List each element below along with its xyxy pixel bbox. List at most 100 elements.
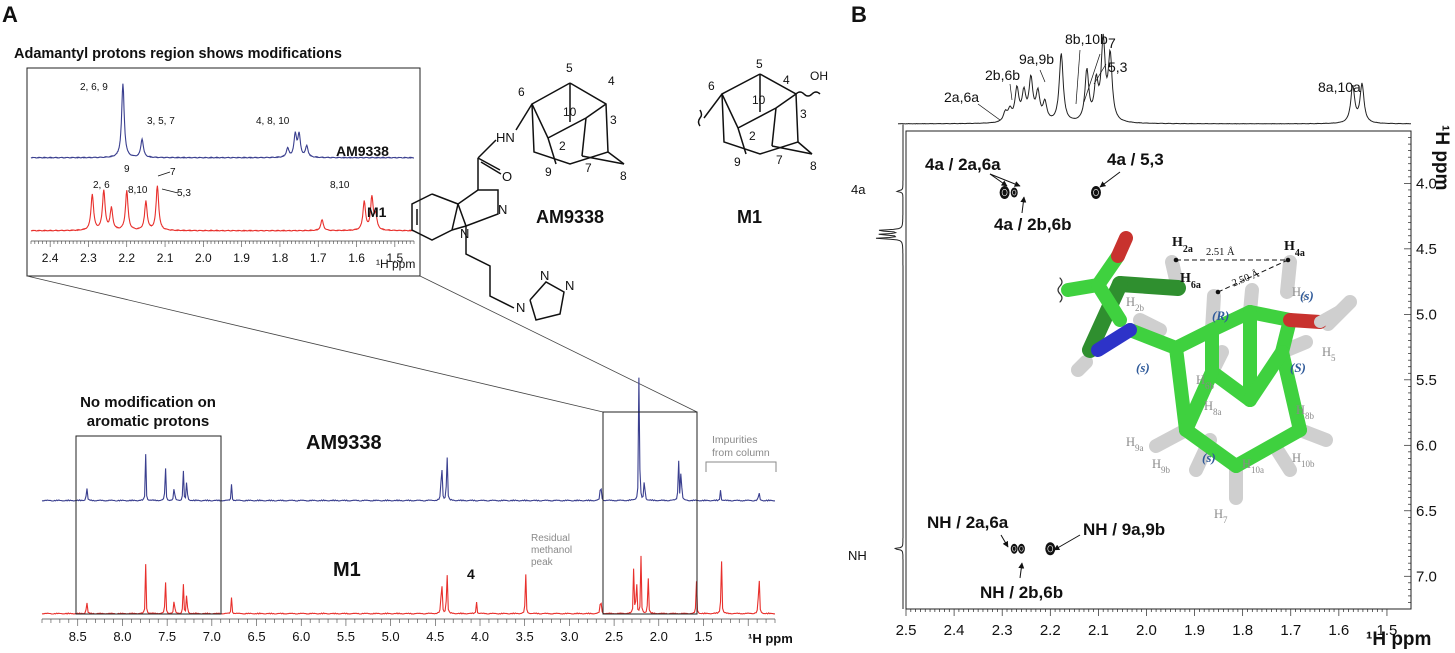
noesy-y-tick-label: 4.5 (1416, 241, 1437, 258)
main-spectra (41, 377, 776, 615)
model-h-label: H10b (1292, 451, 1315, 469)
am9338-atom-hn: HN (496, 130, 515, 145)
main-tick-label: 7.5 (158, 629, 176, 644)
m1-atom-5: 5 (756, 57, 763, 71)
cross-peak (1010, 187, 1018, 198)
noesy-top-label: 9a,9b (1019, 51, 1054, 67)
cross-label-nh-2a6a: NH / 2a,6a (927, 513, 1009, 532)
main-tick-label: 7.0 (203, 629, 221, 644)
zoom-line-right (419, 275, 698, 413)
main-tick-label: 2.0 (650, 629, 668, 644)
zoom-line-left (26, 275, 604, 413)
inset-leader-7 (157, 171, 171, 177)
methanol-note-3: peak (531, 557, 554, 568)
am9338-atom-o: O (502, 169, 512, 184)
distance-line-2 (1217, 259, 1289, 293)
m1-structure-name: M1 (737, 207, 762, 227)
main-tick-label: 8.0 (113, 629, 131, 644)
am9338-atom-4: 4 (608, 74, 615, 88)
inset-am-label-3: 4, 8, 10 (256, 116, 290, 127)
noesy-y-tick-label: 5.0 (1416, 306, 1437, 323)
adamantyl-box (602, 411, 698, 615)
model-h-label: H3 (1292, 285, 1306, 303)
noesy-top-label: 2b,6b (985, 67, 1020, 83)
main-am-name: AM9338 (306, 432, 382, 454)
noesy-x-label: ¹H ppm (1366, 629, 1431, 650)
inset-tick-label: 2.4 (42, 251, 59, 265)
noesy-top-leader (1009, 83, 1013, 101)
cross-label-nh-2b6b: NH / 2b,6b (980, 583, 1063, 602)
noesy-y-label: ¹H ppm (1431, 125, 1452, 190)
cross-peak (1045, 542, 1056, 556)
noesy-x-tick-label: 1.7 (1280, 622, 1301, 639)
am9338-atom-6: 6 (518, 85, 525, 99)
impurity-bracket (705, 461, 777, 472)
model-h-label: H4a (1284, 239, 1305, 259)
noesy-top-label: 7 (1108, 35, 1116, 51)
inset-leader-53 (161, 188, 179, 194)
impurity-note-2: from column (712, 447, 770, 459)
m1-atom-10: 10 (752, 93, 766, 107)
main-tick-label: 2.5 (605, 629, 623, 644)
m1-atom-6: 6 (708, 79, 715, 93)
noesy-x-tick-label: 1.9 (1184, 622, 1205, 639)
noesy-top-label: 8b,10b (1065, 31, 1108, 47)
inset-trace-m1 (30, 185, 415, 232)
model-h-label: H2a (1172, 235, 1193, 255)
inset-frame (26, 67, 421, 277)
triazole-n1: N (516, 300, 525, 315)
aromatic-note-2: aromatic protons (87, 413, 210, 430)
cross-arrow-6 (1018, 562, 1025, 579)
noesy-top-leader (1039, 69, 1046, 83)
am9338-atom-9: 9 (545, 165, 552, 179)
inset-m1-label-2: 9 (124, 164, 130, 175)
cross-label-nh-9a9b: NH / 9a,9b (1083, 520, 1165, 539)
noesy-x-tick-label: 2.0 (1136, 622, 1157, 639)
triazole-n2: N (540, 268, 549, 283)
inset-trace-am9338 (30, 83, 414, 159)
main-tick-label: 4.5 (426, 629, 444, 644)
inset-m1-label-4: 7 (170, 167, 176, 178)
h2a-dot (1173, 257, 1179, 263)
main-trace-am9338 (41, 377, 776, 502)
h4a-dot (1285, 257, 1291, 263)
m1-atom-9: 9 (734, 155, 741, 169)
model-h-label: H7 (1214, 507, 1228, 525)
stereo-label: (S) (1290, 360, 1306, 375)
panel-a-label: A (2, 2, 18, 27)
noesy-top-leader (1083, 53, 1101, 103)
am9338-atom-5: 5 (566, 61, 573, 75)
inset-title: Adamantyl protons region shows modificat… (14, 46, 342, 62)
model-h-label: H8a (1204, 399, 1222, 417)
m1-atom-7: 7 (776, 153, 783, 167)
main-tick-label: 3.5 (516, 629, 534, 644)
main-axis-label: ¹H ppm (748, 631, 793, 646)
aromatic-box (75, 435, 222, 615)
main-tick-label: 6.0 (292, 629, 310, 644)
cross-peak (999, 186, 1010, 200)
noesy-y-tick-label: 6.0 (1416, 437, 1437, 454)
distance-label-1: 2.51 Å (1206, 246, 1235, 258)
main-tick-label: 5.5 (337, 629, 355, 644)
m1-atom-oh: OH (810, 69, 828, 83)
stereo-label: (s) (1300, 288, 1314, 303)
methanol-note-1: Residual (531, 533, 570, 544)
main-tick-label: 6.5 (247, 629, 265, 644)
noesy-top-leader (1075, 49, 1081, 105)
inset-m1-label-6: 8,10 (330, 180, 350, 191)
noesy-side-spectrum (875, 124, 904, 609)
am9338-atom-2: 2 (559, 139, 566, 153)
inset-tick-label: 2.1 (157, 251, 174, 265)
m1-atom-3: 3 (800, 107, 807, 121)
adamantane-3d-model (1057, 231, 1357, 505)
model-h-label: H8b (1296, 403, 1315, 421)
panel-b-label: B (851, 2, 867, 27)
cross-peak (1090, 186, 1101, 200)
inset-tick-label: 1.8 (272, 251, 289, 265)
model-h-label: H9b (1152, 457, 1171, 475)
am9338-atom-7: 7 (585, 161, 592, 175)
aromatic-note-1: No modification on (80, 394, 216, 411)
